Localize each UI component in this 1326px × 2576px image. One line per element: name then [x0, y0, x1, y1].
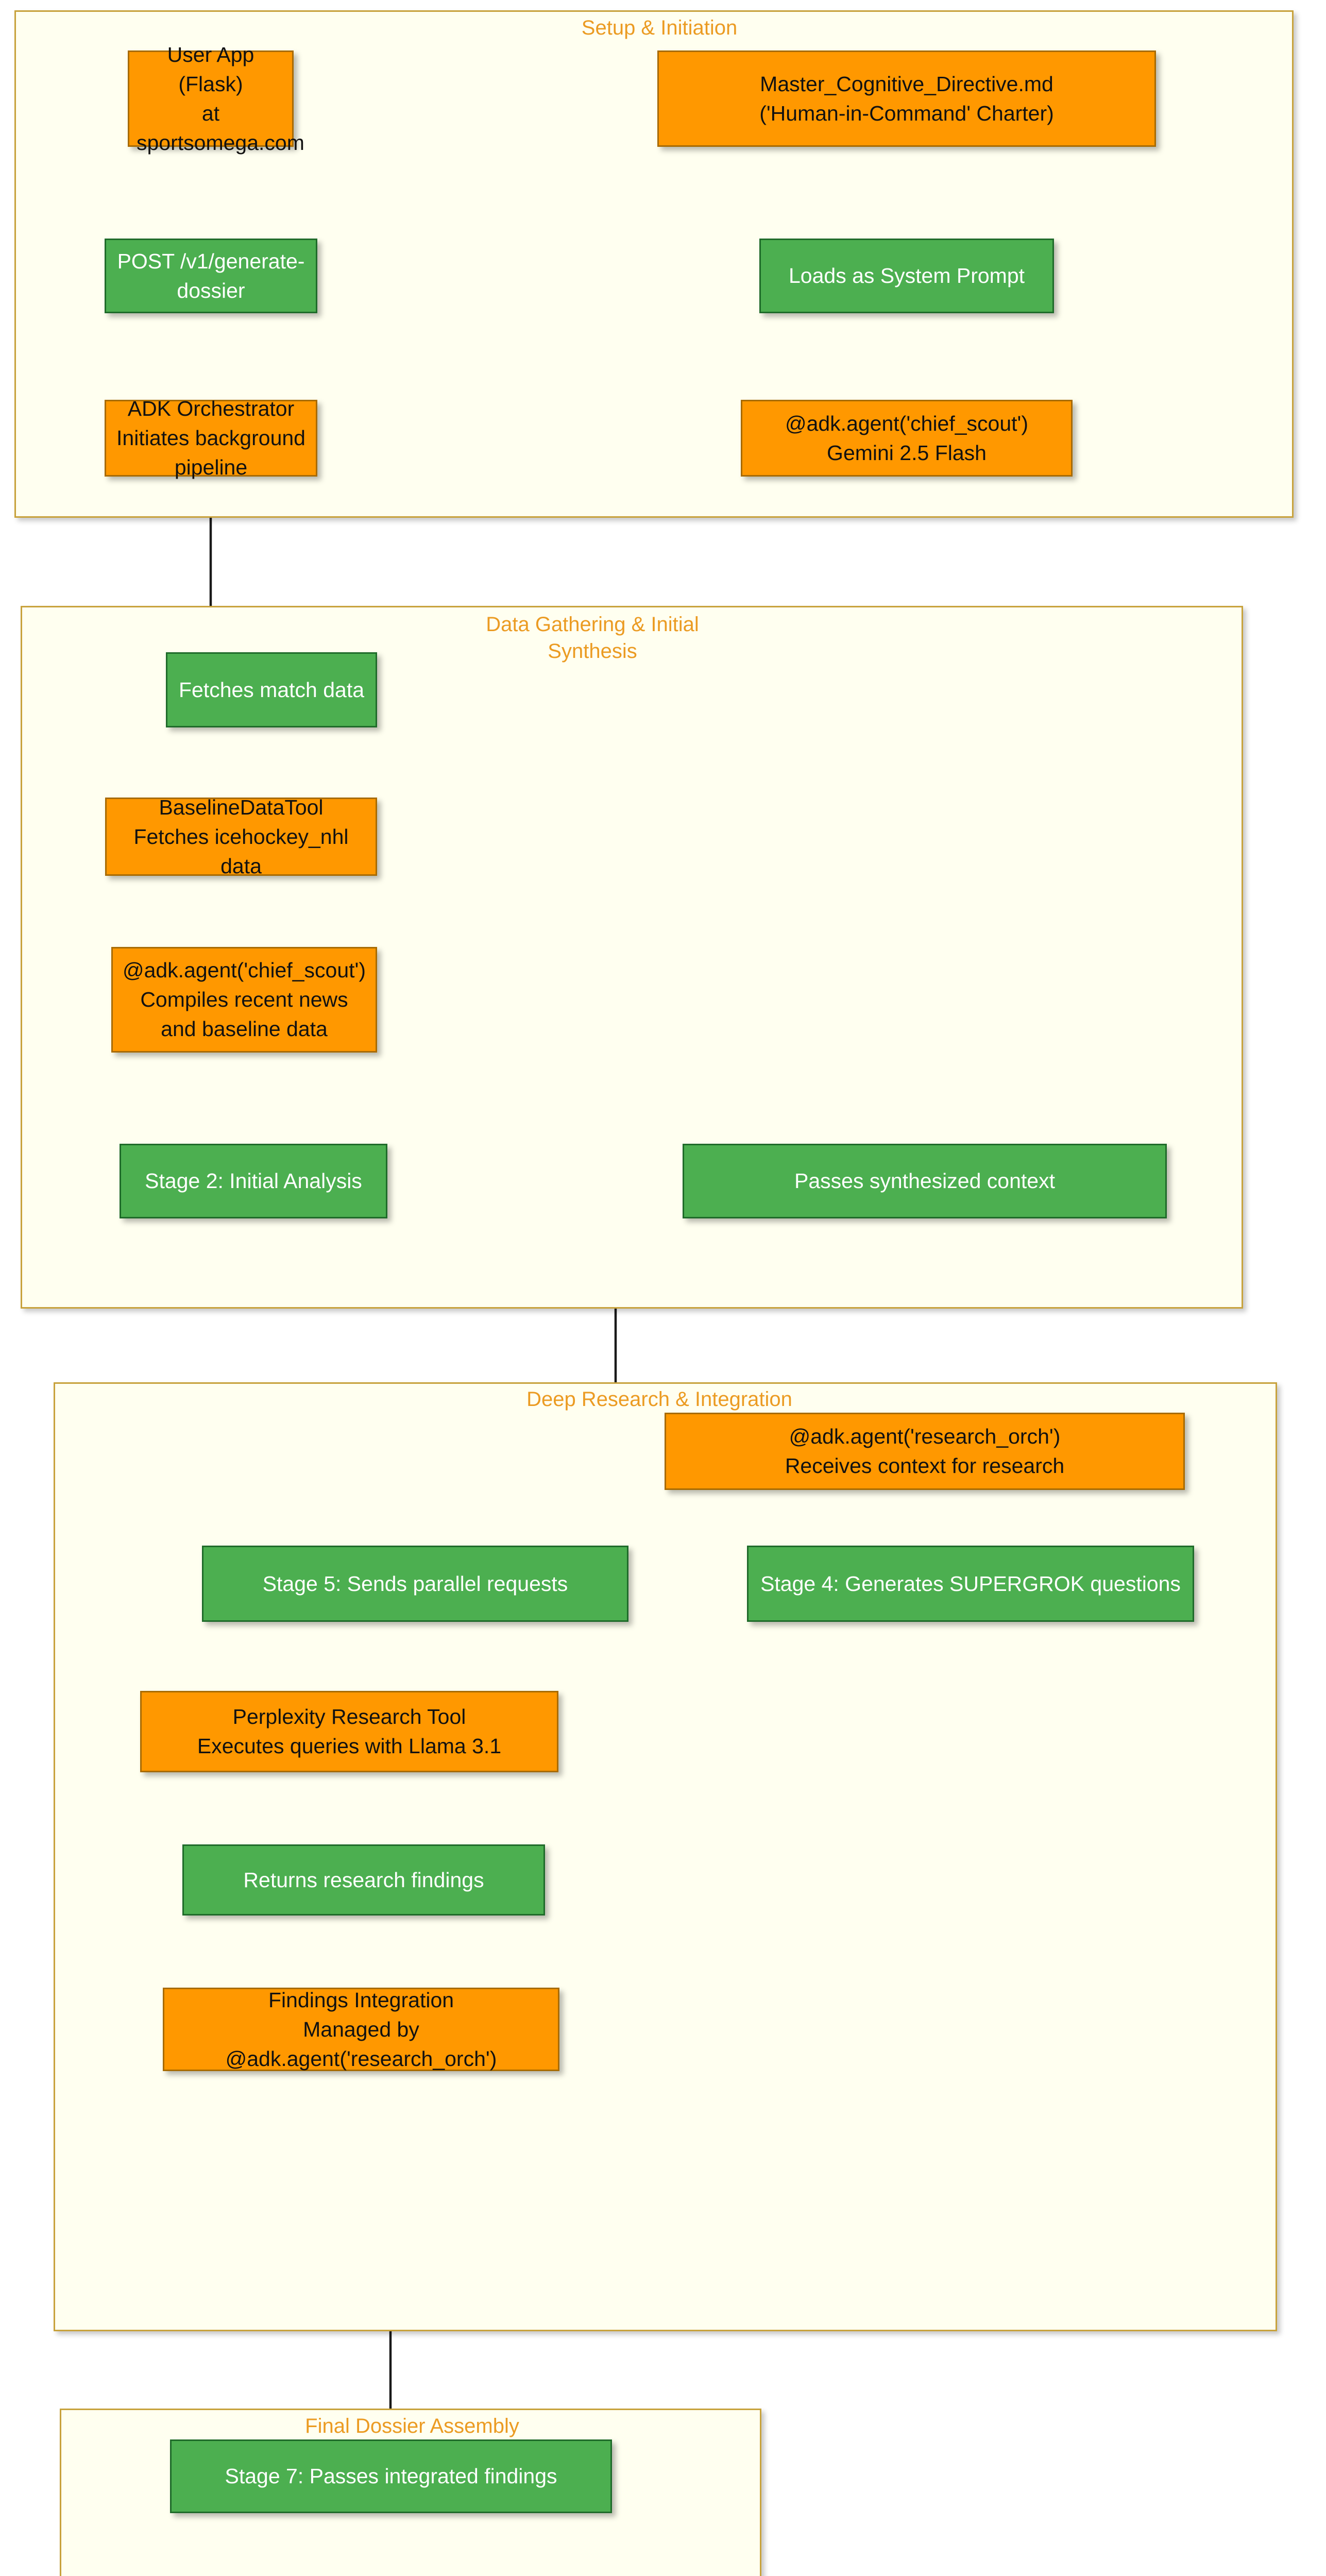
- node-label-loads-system-prompt: Loads as System Prompt: [788, 264, 1025, 287]
- node-label-chief-scout-gemini: @adk.agent('chief_scout') Gemini 2.5 Fla…: [785, 411, 1029, 465]
- node-label-baseline-data-tool: BaselineDataTool Fetches icehockey_nhl d…: [133, 795, 349, 878]
- node-label-post-generate-dossier: POST /v1/generate-dossier: [117, 249, 305, 302]
- node-findings-integration[interactable]: Findings Integration Managed by @adk.age…: [163, 1988, 559, 2071]
- node-baseline-data-tool[interactable]: BaselineDataTool Fetches icehockey_nhl d…: [105, 795, 377, 878]
- cluster-title-final-dossier-assembly: Final Dossier Assembly: [305, 2415, 519, 2437]
- node-master-cognitive-directive[interactable]: Master_Cognitive_Directive.md ('Human-in…: [657, 50, 1156, 147]
- node-loads-system-prompt[interactable]: Loads as System Prompt: [759, 239, 1054, 313]
- node-label-findings-integration: Findings Integration Managed by @adk.age…: [225, 1988, 497, 2071]
- node-passes-synthesized-context[interactable]: Passes synthesized context: [683, 1144, 1167, 1218]
- node-label-passes-synthesized-context: Passes synthesized context: [794, 1169, 1055, 1193]
- cluster-title-setup-initiation: Setup & Initiation: [581, 16, 738, 39]
- cluster-title-deep-research: Deep Research & Integration: [526, 1388, 792, 1411]
- node-stage5-parallel-requests[interactable]: Stage 5: Sends parallel requests: [202, 1546, 628, 1622]
- node-perplexity-research-tool[interactable]: Perplexity Research Tool Executes querie…: [140, 1691, 558, 1772]
- node-fetches-match-data[interactable]: Fetches match data: [166, 652, 377, 727]
- node-user-app[interactable]: User App (Flask) at sportsomega.com: [128, 43, 304, 155]
- node-label-chief-scout-compiles: @adk.agent('chief_scout') Compiles recen…: [122, 958, 366, 1041]
- node-label-stage7-passes-findings: Stage 7: Passes integrated findings: [225, 2464, 557, 2488]
- node-label-master-cognitive-directive: Master_Cognitive_Directive.md ('Human-in…: [759, 72, 1054, 125]
- node-label-returns-research-findings: Returns research findings: [243, 1868, 484, 1892]
- node-label-user-app: User App (Flask) at sportsomega.com: [137, 42, 304, 155]
- node-chief-scout-gemini[interactable]: @adk.agent('chief_scout') Gemini 2.5 Fla…: [741, 400, 1073, 477]
- node-label-stage5-parallel-requests: Stage 5: Sends parallel requests: [262, 1571, 568, 1596]
- node-chief-scout-compiles[interactable]: @adk.agent('chief_scout') Compiles recen…: [111, 947, 377, 1053]
- cluster-title-data-gathering: Data Gathering & Initial Synthesis: [486, 613, 699, 663]
- node-stage4-supergrok-questions[interactable]: Stage 4: Generates SUPERGROK questions: [747, 1546, 1194, 1622]
- node-stage7-passes-findings[interactable]: Stage 7: Passes integrated findings: [170, 2439, 612, 2513]
- node-label-fetches-match-data: Fetches match data: [178, 677, 365, 702]
- node-label-research-orch: @adk.agent('research_orch') Receives con…: [785, 1425, 1065, 1478]
- node-research-orch[interactable]: @adk.agent('research_orch') Receives con…: [665, 1413, 1185, 1490]
- node-label-stage2-initial-analysis: Stage 2: Initial Analysis: [145, 1169, 362, 1193]
- node-label-stage4-supergrok-questions: Stage 4: Generates SUPERGROK questions: [760, 1571, 1181, 1596]
- node-label-perplexity-research-tool: Perplexity Research Tool Executes querie…: [197, 1705, 502, 1758]
- node-adk-orchestrator[interactable]: ADK Orchestrator Initiates background pi…: [105, 397, 317, 479]
- node-post-generate-dossier[interactable]: POST /v1/generate-dossier: [105, 239, 317, 313]
- node-stage2-initial-analysis[interactable]: Stage 2: Initial Analysis: [120, 1144, 387, 1218]
- node-label-adk-orchestrator: ADK Orchestrator Initiates background pi…: [116, 397, 305, 479]
- node-returns-research-findings[interactable]: Returns research findings: [182, 1844, 545, 1916]
